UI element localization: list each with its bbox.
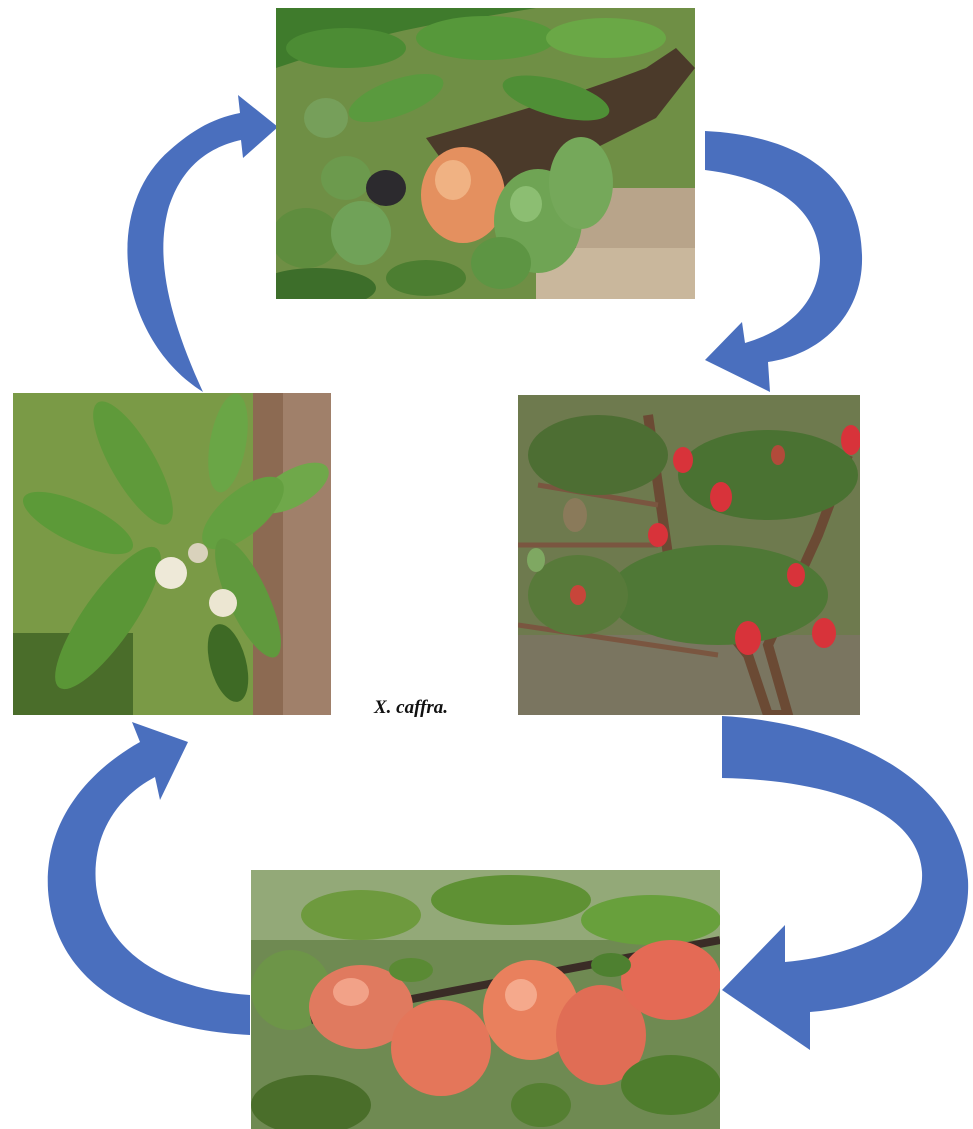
species-caption: X. caffra.	[374, 697, 448, 719]
arrow-left-to-top	[127, 95, 278, 392]
arrow-bottom-to-left	[48, 722, 250, 1035]
ripe-orange-fruit-photo	[251, 870, 720, 1129]
arrow-right-to-bottom	[722, 716, 968, 1050]
shrub-with-red-fruit-photo	[518, 395, 860, 715]
leaves-and-flowers-photo	[13, 393, 331, 715]
arrow-top-to-right	[705, 131, 862, 392]
green-and-ripening-fruit-photo	[276, 8, 695, 299]
